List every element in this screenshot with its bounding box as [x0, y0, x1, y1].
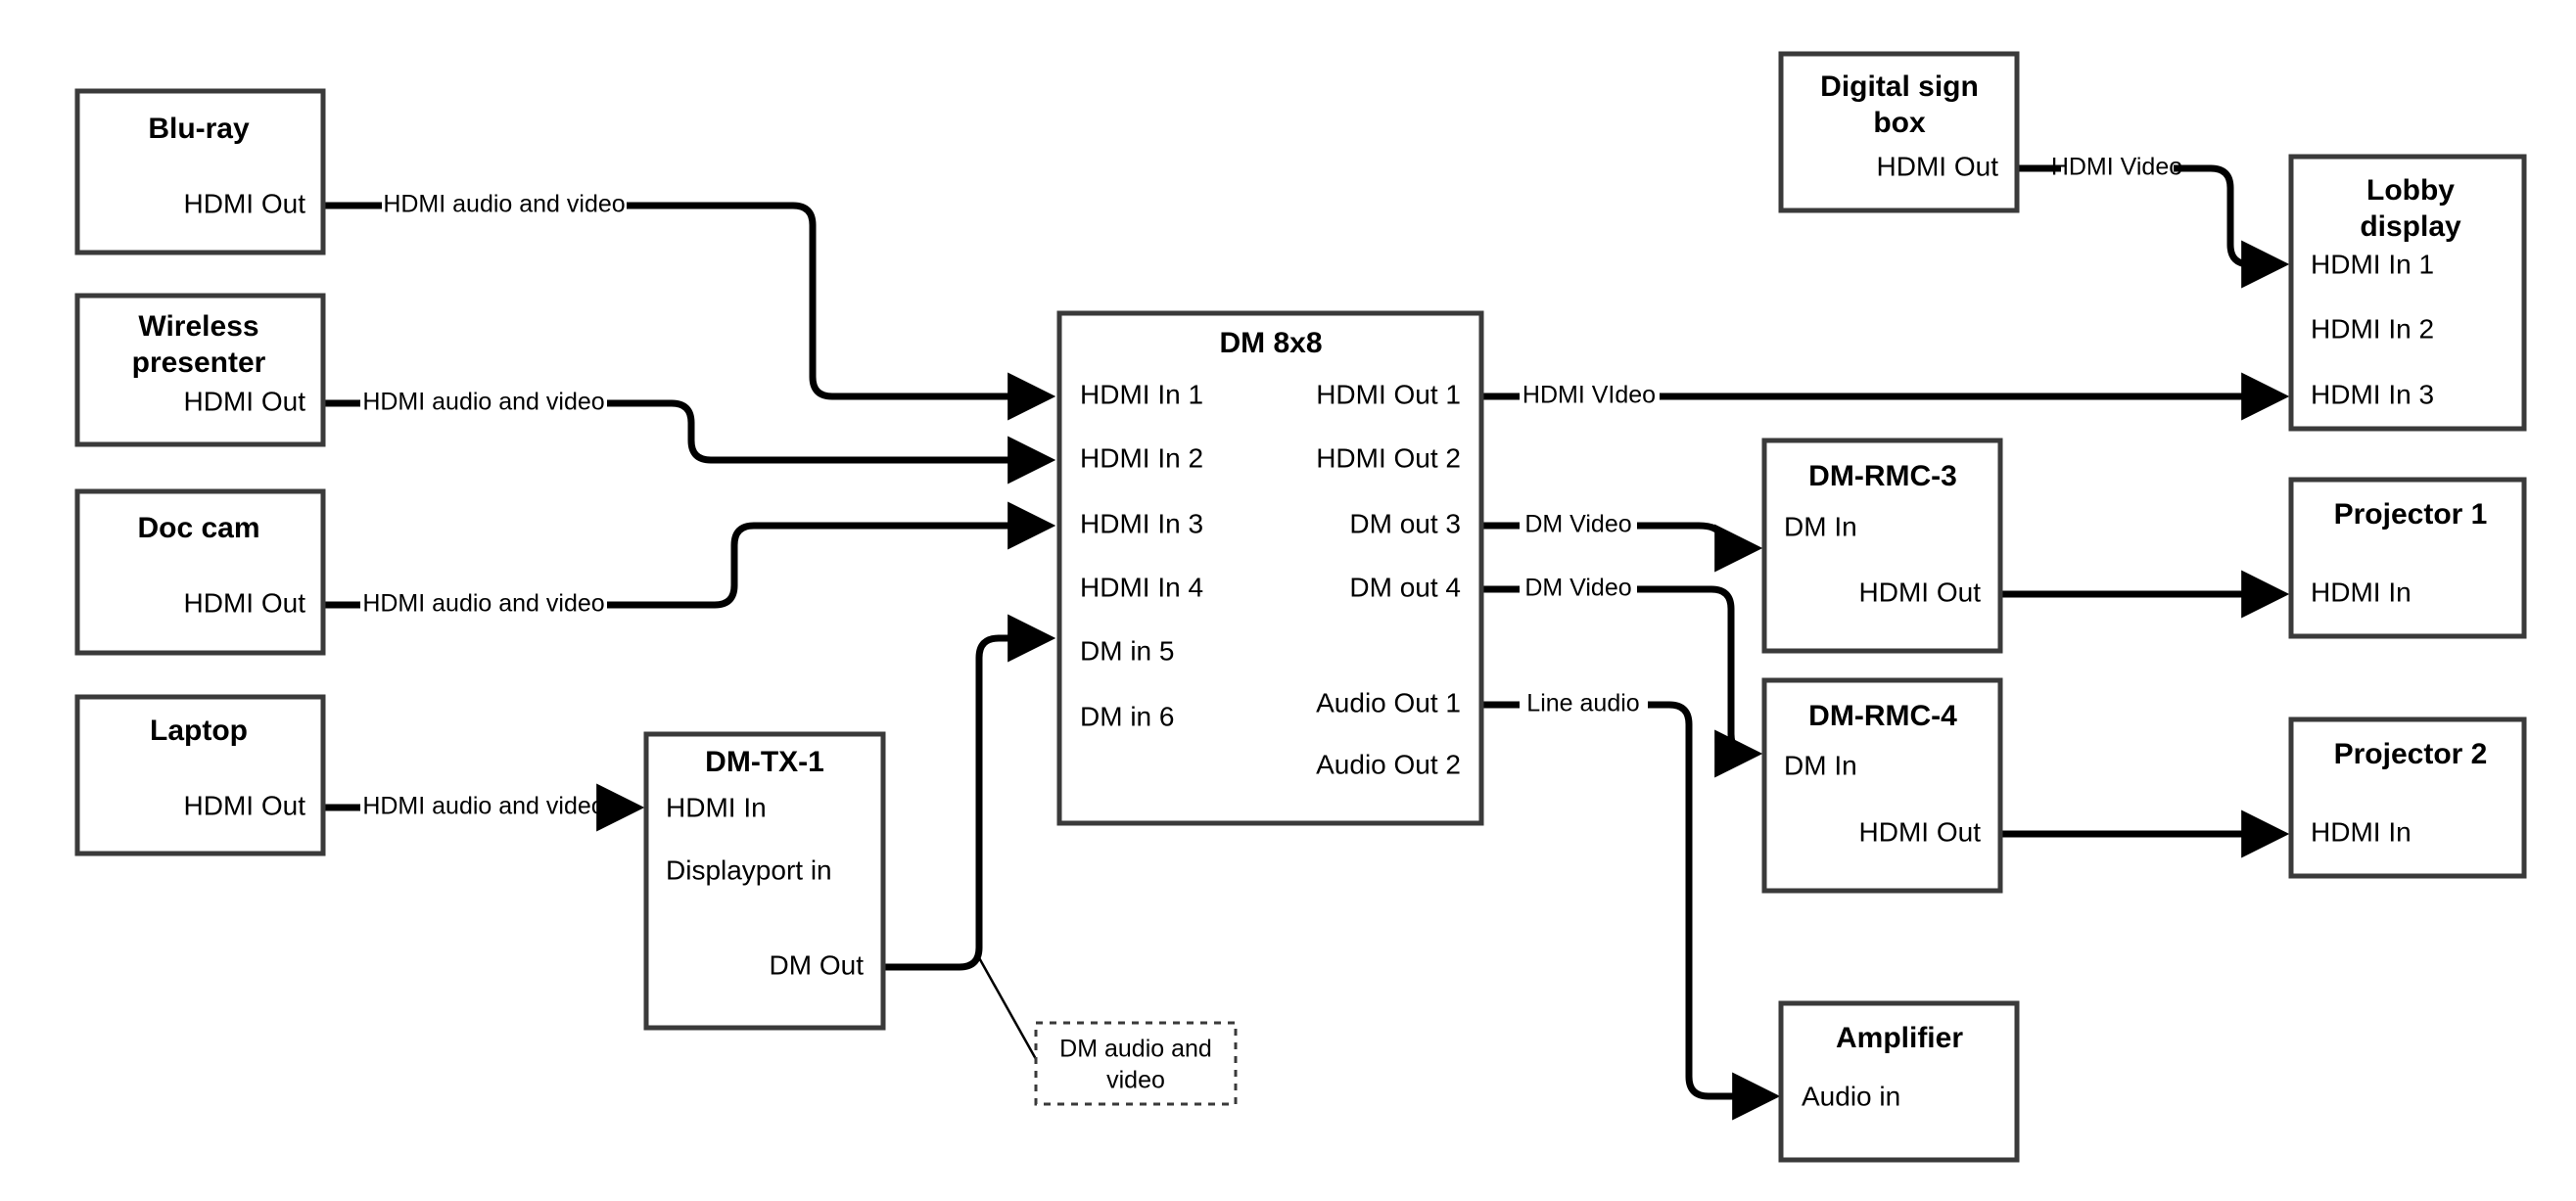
callout-dm-audio-and-video: DM audio and video: [1034, 1021, 1238, 1106]
edge-label-doccam-to-dm8x8: HDMI audio and video: [362, 590, 604, 618]
edge-label-audioout1-to-amp: Line audio: [1526, 690, 1639, 717]
edge-label-laptop-to-dmtx1: HDMI audio and video: [362, 793, 604, 820]
dm-tx-1-title: DM-TX-1: [705, 746, 824, 778]
wire-wireless-to-dm8x8: [323, 399, 1048, 460]
node-amplifier[interactable]: Amplifier Audio in: [1778, 1000, 2020, 1163]
lobby-display-port-hdmi-in-1: HDMI In 1: [2311, 249, 2434, 279]
lobby-display-title-line1: Lobby: [2366, 174, 2455, 207]
digital-sign-box-rect[interactable]: [1778, 51, 2020, 213]
dm-8x8-port-dm-out-4: DM out 4: [1349, 572, 1461, 602]
dm-tx-1-port-dm-out: DM Out: [770, 949, 865, 980]
lobby-display-port-hdmi-in-3: HDMI In 3: [2311, 379, 2434, 409]
node-wireless-presenter[interactable]: Wireless presenter HDMI Out: [74, 293, 326, 447]
dm-rmc-4-title: DM-RMC-4: [1808, 700, 1957, 732]
digital-sign-box-port-hdmi-out: HDMI Out: [1877, 151, 1999, 181]
dm-rmc-4-port-dm-in: DM In: [1784, 750, 1857, 780]
laptop-title: Laptop: [150, 715, 248, 747]
projector-2-port-hdmi-in: HDMI In: [2311, 816, 2412, 847]
edge-label-wireless-to-dm8x8: HDMI audio and video: [362, 389, 604, 416]
dm-8x8-port-audio-out-2: Audio Out 2: [1316, 749, 1461, 779]
digital-sign-box-title-line1: Digital sign: [1820, 70, 1979, 103]
dm-8x8-port-dm-in-6: DM in 6: [1080, 701, 1174, 731]
wire-dm8x8-audioout1-to-amp: [1481, 701, 1772, 1096]
node-doc-cam[interactable]: Doc cam HDMI Out: [74, 488, 326, 656]
edge-label-signbox-to-lobby: HDMI Video: [2051, 154, 2182, 181]
dm-rmc-3-port-hdmi-out: HDMI Out: [1859, 577, 1982, 607]
dm-8x8-port-hdmi-in-4: HDMI In 4: [1080, 572, 1203, 602]
node-digital-sign-box[interactable]: Digital sign box HDMI Out: [1778, 51, 2020, 213]
edge-label-bluray-to-dm8x8: HDMI audio and video: [383, 191, 625, 218]
projector-2-title: Projector 2: [2334, 738, 2488, 770]
dm-8x8-port-hdmi-in-3: HDMI In 3: [1080, 508, 1203, 538]
projector-2-box[interactable]: [2288, 716, 2527, 879]
doc-cam-port-hdmi-out: HDMI Out: [184, 587, 306, 618]
node-dm-rmc-3[interactable]: DM-RMC-3 DM In HDMI Out: [1761, 438, 2003, 654]
wireless-presenter-title-line2: presenter: [132, 346, 266, 379]
lobby-display-box[interactable]: [2288, 154, 2527, 432]
dm-rmc-4-port-hdmi-out: HDMI Out: [1859, 816, 1982, 847]
projector-1-title: Projector 1: [2334, 498, 2488, 531]
blu-ray-port-hdmi-out: HDMI Out: [184, 188, 306, 218]
node-projector-1[interactable]: Projector 1 HDMI In: [2288, 477, 2527, 639]
wire-doccam-to-dm8x8: [323, 526, 1048, 609]
callout-box: [1034, 1021, 1238, 1106]
wireless-presenter-title-line1: Wireless: [138, 310, 258, 343]
doc-cam-title: Doc cam: [137, 512, 259, 544]
callout-label-line2: video: [1106, 1067, 1165, 1094]
node-lobby-display[interactable]: Lobby display HDMI In 1 HDMI In 2 HDMI I…: [2288, 154, 2527, 432]
dm-8x8-box[interactable]: [1056, 310, 1484, 826]
node-blu-ray[interactable]: Blu-ray HDMI Out: [74, 88, 326, 255]
dm-rmc-3-box[interactable]: [1761, 438, 2003, 654]
edge-label-dm8x8-out3-to-rmc3: DM Video: [1524, 511, 1631, 538]
dm-8x8-port-hdmi-out-2: HDMI Out 2: [1316, 442, 1461, 473]
wire-dm8x8-out3-to-rmc3: [1481, 526, 1755, 548]
dm-tx-1-box[interactable]: [643, 731, 886, 1031]
node-dm-8x8[interactable]: DM 8x8 HDMI In 1 HDMI In 2 HDMI In 3 HDM…: [1056, 310, 1484, 826]
dm-8x8-port-dm-in-5: DM in 5: [1080, 635, 1174, 666]
projector-1-box[interactable]: [2288, 477, 2527, 639]
callout-label-line1: DM audio and: [1059, 1036, 1212, 1063]
dm-rmc-3-port-dm-in: DM In: [1784, 511, 1857, 541]
dm-8x8-port-hdmi-out-1: HDMI Out 1: [1316, 379, 1461, 409]
wireless-presenter-box[interactable]: [74, 293, 326, 447]
dm-8x8-port-hdmi-in-1: HDMI In 1: [1080, 379, 1203, 409]
dm-rmc-4-box[interactable]: [1761, 677, 2003, 894]
dm-8x8-port-dm-out-3: DM out 3: [1349, 508, 1461, 538]
laptop-box[interactable]: [74, 694, 326, 856]
wireless-presenter-port-hdmi-out: HDMI Out: [184, 386, 306, 416]
dm-8x8-title: DM 8x8: [1219, 327, 1322, 359]
wire-bluray-to-dm8x8: [323, 202, 1048, 396]
projector-1-port-hdmi-in: HDMI In: [2311, 577, 2412, 607]
laptop-port-hdmi-out: HDMI Out: [184, 790, 306, 820]
dm-tx-1-port-hdmi-in: HDMI In: [666, 792, 767, 822]
dm-tx-1-port-displayport-in: Displayport in: [666, 855, 832, 885]
amplifier-port-audio-in: Audio in: [1802, 1081, 1900, 1111]
lobby-display-port-hdmi-in-2: HDMI In 2: [2311, 313, 2434, 344]
doc-cam-box[interactable]: [74, 488, 326, 656]
node-projector-2[interactable]: Projector 2 HDMI In: [2288, 716, 2527, 879]
edge-label-dm8x8-out4-to-rmc4: DM Video: [1524, 575, 1631, 602]
blu-ray-title: Blu-ray: [148, 113, 250, 145]
node-dm-rmc-4[interactable]: DM-RMC-4 DM In HDMI Out: [1761, 677, 2003, 894]
dm-8x8-port-audio-out-1: Audio Out 1: [1316, 687, 1461, 717]
blu-ray-box[interactable]: [74, 88, 326, 255]
digital-sign-box-title-line2: box: [1873, 107, 1926, 139]
node-dm-tx-1[interactable]: DM-TX-1 HDMI In Displayport in DM Out: [643, 731, 886, 1031]
callout-leader-line: [975, 953, 1038, 1060]
dm-8x8-port-hdmi-in-2: HDMI In 2: [1080, 442, 1203, 473]
lobby-display-title-line2: display: [2360, 210, 2461, 243]
wire-dmtx1-to-dm8x8: [883, 614, 1056, 971]
node-laptop[interactable]: Laptop HDMI Out: [74, 694, 326, 856]
wire-signbox-to-lobby: [2017, 164, 2281, 264]
amplifier-title: Amplifier: [1836, 1022, 1963, 1054]
dm-rmc-3-title: DM-RMC-3: [1808, 460, 1957, 492]
amplifier-box[interactable]: [1778, 1000, 2020, 1163]
edge-label-dm8x8-out1-to-lobby: HDMI VIdeo: [1522, 382, 1656, 409]
wire-dm8x8-out4-to-rmc4: [1481, 585, 1755, 754]
